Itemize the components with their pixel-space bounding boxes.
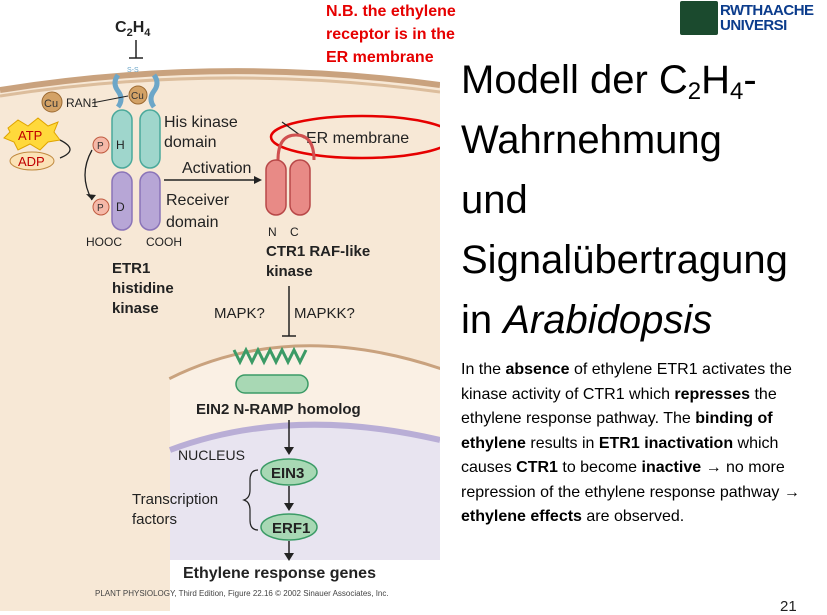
para-b4: ETR1 inactivation	[598, 434, 734, 452]
adp-oval	[9, 151, 55, 171]
title-line-2: Wahrnehmung	[461, 118, 722, 162]
logo-line-2: UNIVERSI	[720, 17, 787, 34]
title-line-5b: Arabidopsis	[503, 298, 713, 342]
title-line-5a: in	[461, 298, 504, 342]
receiver-domain-label: domain	[166, 214, 218, 231]
cu-label-left: Cu	[44, 98, 58, 110]
cu-label-right: Cu	[131, 91, 144, 102]
para-s5: which causes	[461, 434, 779, 477]
title-part-1: Modell der C	[461, 58, 688, 102]
h-label: H	[116, 138, 125, 152]
phospho-d	[92, 198, 110, 216]
etr1-name: ETR1	[112, 260, 150, 277]
nuclear-envelope	[168, 421, 440, 453]
para-b7: ethylene effects	[461, 508, 582, 525]
cooh-label: COOH	[146, 235, 182, 249]
para-s7: → no more repression of the ethylene res…	[461, 459, 800, 501]
ein2-protein	[232, 346, 309, 394]
tf-label-2: factors	[132, 511, 177, 528]
activation-label: Activation	[182, 160, 251, 177]
etr1-receptor: S-S	[111, 67, 161, 231]
his-domain-label: domain	[164, 134, 216, 151]
his-kinase-label: His kinase	[164, 114, 238, 131]
p-label-1: P	[97, 141, 104, 152]
erf1-oval	[260, 513, 318, 541]
nucleus-label: NUCLEUS	[178, 447, 245, 463]
ein2-label: EIN2 N-RAMP homolog	[196, 401, 361, 418]
er-note: N.B. the ethylene receptor is in the ER …	[326, 3, 456, 66]
ctr1-desc: kinase	[266, 263, 313, 280]
ein3-oval	[260, 458, 318, 486]
logo-line-1: RWTHAACHE	[720, 2, 814, 19]
title-sub-1: 2	[687, 78, 702, 105]
mapk-label: MAPK?	[214, 305, 265, 322]
para-b5: CTR1	[516, 459, 558, 476]
atp-burst	[3, 117, 61, 151]
title-part-3: -	[743, 58, 757, 102]
cu-ion-left	[41, 91, 63, 113]
para-s2: of ethylene ETR1 activates the kinase ac…	[461, 361, 792, 403]
ss-bond-label: S-S	[127, 67, 139, 74]
para-b2: represses	[674, 385, 751, 403]
atp-label: ATP	[18, 128, 42, 143]
etr1-desc2: kinase	[112, 300, 159, 317]
etr1-desc: histidine	[112, 280, 174, 297]
ran1-label: RAN1	[66, 96, 98, 110]
er-membrane-line	[0, 68, 440, 93]
cu-ion-right	[128, 85, 148, 105]
para-b1: absence	[505, 361, 570, 378]
page-number: 21	[780, 598, 797, 615]
para-s3: the ethylene response pathway. The	[461, 385, 777, 428]
para-b6: inactive	[641, 459, 702, 476]
tf-brace	[242, 469, 259, 531]
d-label: D	[116, 200, 125, 214]
para-s6: to become	[557, 459, 642, 476]
title-line-4: Signalübertragung	[461, 238, 788, 282]
title-part-2: H	[701, 58, 731, 102]
erf1-label: ERF1	[272, 520, 310, 537]
title-line-5: in Arabidopsis	[461, 290, 827, 350]
slide-title: Modell der C2H4- Wahrnehmung und Signalü…	[461, 50, 827, 350]
university-logo: RWTHAACHE UNIVERSI	[680, 0, 827, 36]
title-sub-2: 4	[730, 78, 744, 105]
p-label-2: P	[97, 203, 104, 214]
receiver-label: Receiver	[166, 192, 230, 209]
figure-caption: PLANT PHYSIOLOGY, Third Edition, Figure …	[95, 589, 389, 598]
logo-emblem-icon	[680, 1, 718, 35]
phospho-h	[92, 136, 110, 154]
er-lumen-region	[0, 0, 440, 90]
para-s4: results in	[525, 434, 599, 452]
mapkk-label: MAPKK?	[294, 305, 355, 322]
ctr1-name: CTR1 RAF-like	[266, 243, 370, 260]
er-membrane-label: ER membrane	[306, 130, 409, 147]
logo-text: RWTHAACHE UNIVERSI	[720, 3, 814, 33]
c2h4-label: C2H4	[115, 19, 151, 39]
para-s8: are observed.	[581, 508, 685, 525]
n-label: N	[268, 225, 277, 239]
er-membrane-inner	[0, 76, 440, 98]
response-genes-label: Ethylene response genes	[183, 565, 376, 582]
c-label: C	[290, 225, 299, 239]
adp-label: ADP	[18, 154, 45, 169]
hooc-label: HOOC	[86, 235, 122, 249]
title-line-1: Modell der C2H4-	[461, 50, 827, 110]
ein3-label: EIN3	[271, 465, 304, 482]
title-line-3: und	[461, 178, 528, 222]
para-s1: In the	[461, 361, 506, 378]
ctr1-kinase	[265, 133, 316, 216]
para-b3: binding of ethylene	[461, 410, 773, 452]
explanation-paragraph: In the absence of ethylene ETR1 activate…	[461, 358, 816, 530]
tf-label-1: Transcription	[132, 491, 218, 508]
er-membrane-highlight	[269, 114, 440, 160]
ethylene-signaling-diagram: C2H4 S-S Cu Cu RAN1 ATP ADP P H P D His …	[0, 0, 440, 611]
